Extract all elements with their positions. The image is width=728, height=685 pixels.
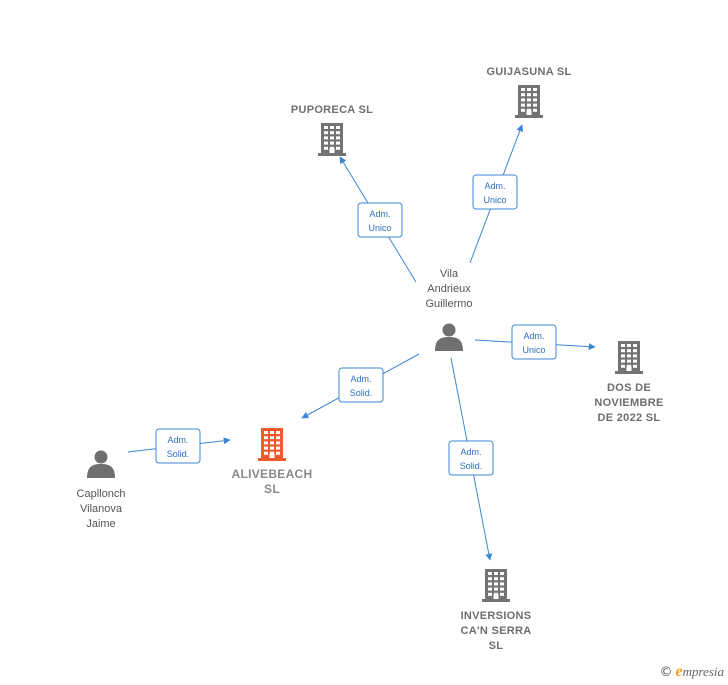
edge-vila-dosdenov: Adm. Unico — [474, 324, 596, 360]
person-name: Andrieux — [427, 283, 471, 295]
node-dosdenov[interactable]: DOS DE NOVIEMBRE DE 2022 SL — [594, 341, 663, 424]
edge-label-box[interactable] — [338, 367, 384, 403]
company-name: SL — [264, 482, 280, 496]
edge-vila-puporeca: Adm. Unico — [339, 156, 417, 283]
building-icon — [258, 428, 286, 461]
company-name: DE 2022 SL — [598, 412, 661, 424]
edge-label-text: Adm. — [523, 331, 544, 341]
edge-label-text: Unico — [522, 345, 545, 355]
edge-label-text: Adm. — [350, 374, 371, 384]
edge-label-text: Solid. — [167, 449, 190, 459]
node-guijasuna[interactable]: GUIJASUNA SL — [486, 66, 571, 118]
company-name: DOS DE — [607, 382, 651, 394]
edge-label-box[interactable] — [511, 324, 557, 360]
edge-vila-guijasuna: Adm. Unico — [469, 124, 524, 264]
edge-label-text: Solid. — [460, 461, 483, 471]
edge-vila-alivebeach: Adm. Solid. — [301, 353, 420, 419]
edge-label-text: Adm. — [484, 181, 505, 191]
empresia-logo-initial: e — [675, 663, 683, 680]
edge-label-text: Adm. — [460, 447, 481, 457]
node-inversions[interactable]: INVERSIONS CA'N SERRA SL — [460, 569, 531, 652]
edge-label-text: Adm. — [167, 435, 188, 445]
person-name: Guillermo — [425, 298, 472, 310]
building-icon — [615, 341, 643, 374]
edge-label-text: Unico — [368, 223, 391, 233]
company-name: PUPORECA SL — [291, 104, 373, 116]
company-name: INVERSIONS — [461, 610, 532, 622]
company-name: CA'N SERRA — [460, 625, 531, 637]
empresia-logo-text: mpresia — [682, 664, 724, 679]
person-icon — [435, 323, 463, 351]
building-icon — [515, 85, 543, 118]
company-name: SL — [489, 640, 504, 652]
company-name: GUIJASUNA SL — [486, 66, 571, 78]
edge-label-box[interactable] — [448, 440, 494, 476]
edge-label-box[interactable] — [357, 202, 403, 238]
edge-label-box[interactable] — [155, 428, 201, 464]
person-name: Vilanova — [80, 503, 123, 515]
edge-caplloch-alivebeach: Adm. Solid. — [127, 428, 231, 464]
person-icon — [87, 450, 115, 478]
edge-vila-inversions: Adm. Solid. — [448, 357, 494, 561]
person-name: Jaime — [86, 518, 115, 530]
edge-label-text: Unico — [483, 195, 506, 205]
copyright-symbol: © — [659, 664, 673, 680]
edge-label-text: Adm. — [369, 209, 390, 219]
company-name: NOVIEMBRE — [594, 397, 663, 409]
person-name: Capllonch — [77, 488, 126, 500]
empresia-logo[interactable]: © e mpresia — [659, 663, 724, 681]
person-name: Vila — [440, 268, 459, 280]
company-name: ALIVEBEACH — [231, 467, 312, 481]
edge-label-text: Solid. — [350, 388, 373, 398]
edge-label-box[interactable] — [472, 174, 518, 210]
building-icon — [318, 123, 346, 156]
building-icon — [482, 569, 510, 602]
node-puporeca[interactable]: PUPORECA SL — [291, 104, 373, 156]
